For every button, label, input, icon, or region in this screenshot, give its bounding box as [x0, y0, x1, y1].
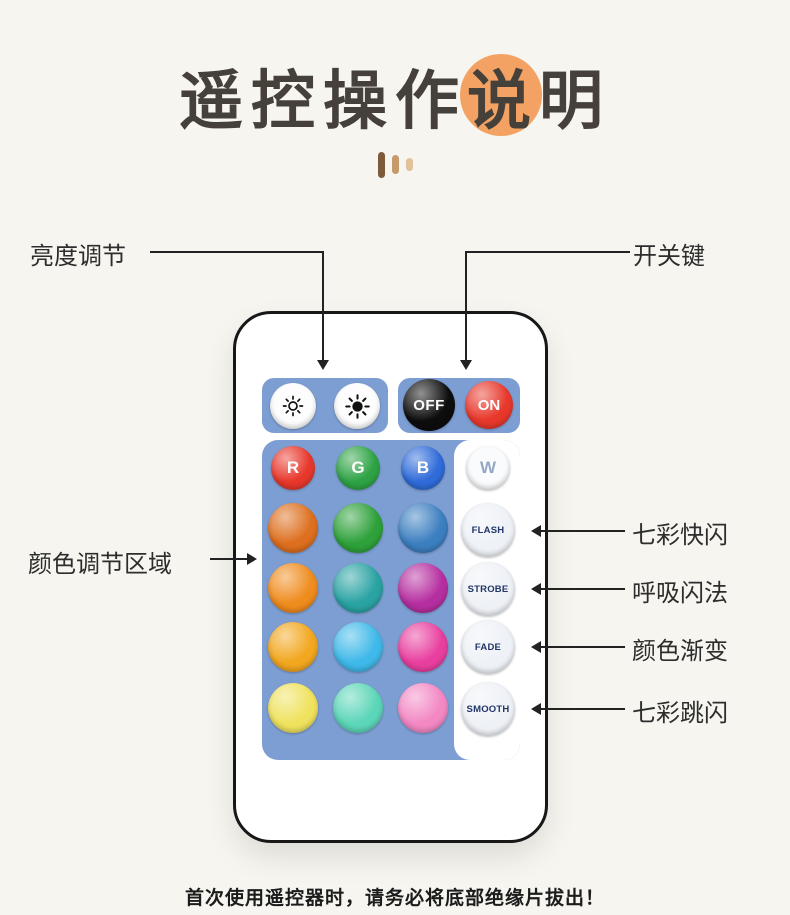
- color-button[interactable]: [398, 622, 448, 672]
- decoration-bars: [0, 152, 790, 178]
- connector-line-flash: [541, 530, 625, 532]
- footer-note: 首次使用遥控器时，请务必将底部绝缘片拔出！: [184, 888, 605, 909]
- fade-button[interactable]: FADE: [461, 620, 515, 674]
- power-panel: OFF ON: [398, 378, 520, 433]
- strobe-label: 呼吸闪法: [632, 580, 728, 607]
- connector-line-brightness: [322, 251, 324, 361]
- white-button[interactable]: W: [466, 446, 510, 490]
- connector-line-strobe: [541, 588, 625, 590]
- connector-line-fade: [541, 646, 625, 648]
- brightness-down-button[interactable]: [270, 383, 316, 429]
- remote-control: OFF ON R G B W FLASH STROBE FADE SMOOTH: [233, 311, 548, 843]
- decoration-bar: [391, 155, 399, 174]
- arrow-left-icon: [531, 525, 541, 537]
- red-button[interactable]: R: [271, 446, 315, 490]
- color-button[interactable]: [333, 503, 383, 553]
- flash-button[interactable]: FLASH: [461, 503, 515, 557]
- brightness-label: 亮度调节: [30, 243, 126, 270]
- color-button[interactable]: [333, 683, 383, 733]
- color-button[interactable]: [398, 563, 448, 613]
- green-button[interactable]: G: [336, 446, 380, 490]
- strobe-button[interactable]: STROBE: [461, 562, 515, 616]
- flash-label: 七彩快闪: [632, 522, 728, 549]
- page-title: 遥控操作说明: [179, 65, 611, 137]
- arrow-right-icon: [247, 553, 257, 565]
- color-button[interactable]: [333, 563, 383, 613]
- color-button[interactable]: [398, 683, 448, 733]
- blue-button[interactable]: B: [401, 446, 445, 490]
- arrow-left-icon: [531, 703, 541, 715]
- color-button[interactable]: [398, 503, 448, 553]
- connector-line-power: [465, 251, 467, 361]
- arrow-left-icon: [531, 641, 541, 653]
- title-accent-circle: [460, 54, 542, 136]
- connector-line-power: [466, 251, 630, 253]
- smooth-label: 七彩跳闪: [632, 700, 728, 727]
- color-button[interactable]: [333, 622, 383, 672]
- decoration-bar: [377, 152, 385, 178]
- brightness-panel: [262, 378, 388, 433]
- smooth-button[interactable]: SMOOTH: [461, 682, 515, 736]
- color-button[interactable]: [268, 503, 318, 553]
- off-button[interactable]: OFF: [403, 379, 455, 431]
- arrow-down-icon: [460, 360, 472, 370]
- color-button[interactable]: [268, 622, 318, 672]
- color-area-label: 颜色调节区域: [28, 551, 172, 578]
- arrow-down-icon: [317, 360, 329, 370]
- brightness-up-button[interactable]: [334, 383, 380, 429]
- fade-label: 颜色渐变: [632, 638, 728, 665]
- color-button[interactable]: [268, 563, 318, 613]
- connector-line-smooth: [541, 708, 625, 710]
- connector-line-color-area: [210, 558, 248, 560]
- color-button[interactable]: [268, 683, 318, 733]
- power-label: 开关键: [633, 243, 705, 270]
- brightness-bright-icon: [344, 393, 370, 419]
- brightness-dim-icon: [282, 395, 304, 417]
- arrow-left-icon: [531, 583, 541, 595]
- connector-line-brightness: [150, 251, 324, 253]
- on-button[interactable]: ON: [465, 381, 513, 429]
- color-panel: R G B W FLASH STROBE FADE SMOOTH: [262, 440, 520, 760]
- decoration-bar: [405, 158, 413, 171]
